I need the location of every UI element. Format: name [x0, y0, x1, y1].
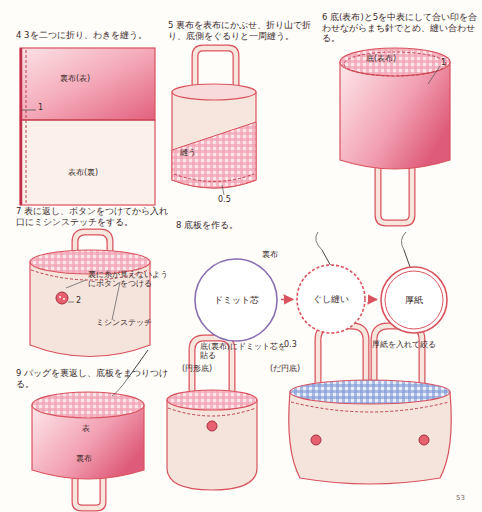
bag-step6	[340, 48, 450, 223]
part-label: 底(表布)	[366, 54, 426, 64]
note-label: 縫う	[180, 148, 210, 158]
callout-number: 2	[76, 296, 88, 306]
page-number: 53	[456, 494, 476, 503]
node-text: ドミット芯	[214, 295, 259, 306]
circle-node: 厚紙	[380, 266, 448, 334]
note-label: 底(裏布)にドミット芯を貼る	[200, 342, 286, 361]
arrow-connector	[281, 299, 293, 301]
circle-node: ぐし縫い	[296, 264, 366, 334]
step-heading: 9 バッグを裏返し、底板をまつりつける。	[16, 368, 186, 389]
bag-step5	[172, 48, 256, 195]
bag-step7	[30, 232, 150, 357]
note-label: 厚紙を入れて絞る	[372, 340, 462, 350]
arrow-connector	[369, 299, 377, 301]
node-text-wrap: ドミット芯	[194, 258, 278, 342]
callout-number: 1	[38, 103, 50, 113]
round-bag	[167, 338, 257, 490]
callout-number: 1	[441, 58, 453, 68]
circle-shape	[297, 265, 365, 333]
step-heading: 8 底板を作る。	[176, 220, 276, 231]
node-text-wrap: 厚紙	[380, 266, 448, 334]
node-text: ぐし縫い	[313, 294, 349, 305]
node-text: 厚紙	[405, 295, 423, 306]
part-label: 裏布	[262, 250, 292, 260]
oval-bag	[289, 326, 452, 484]
dimension: 0.5	[218, 195, 242, 205]
step-heading: 5 裏布を表布にかぶせ、折り山で折り、底側をぐるりと一周縫う。	[168, 20, 316, 41]
part-label: 裏布	[76, 454, 106, 464]
caption-label: (だ円底)	[270, 364, 330, 374]
circle-shape	[195, 259, 277, 341]
fabric-panel	[20, 48, 155, 205]
note-label: 裏に糸が見えないようにボタンをつける	[88, 270, 168, 289]
node-text-wrap: ぐし縫い	[296, 264, 366, 334]
note-label: ミシンステッチ	[96, 318, 166, 328]
circle-node: ドミット芯	[194, 258, 278, 342]
circle-shape	[381, 267, 447, 333]
dimension: 0.3	[284, 340, 308, 350]
caption-label: (円形底)	[182, 364, 242, 374]
step-heading: 7 表に返し、ボタンをつけてから入れ口にミシンステッチをする。	[16, 206, 174, 227]
step-heading: 4 3を二つに折り、わきを縫う。	[16, 30, 176, 41]
circle-inner-ring	[385, 271, 443, 329]
step-heading: 6 底(表布)と5を中表にして合い印を合わせながらまち針でとめ、縫い合わせる。	[322, 12, 478, 44]
part-label: 裏布(表)	[60, 74, 120, 84]
part-label: 表	[82, 424, 96, 434]
part-label: 表布(裏)	[68, 168, 128, 178]
